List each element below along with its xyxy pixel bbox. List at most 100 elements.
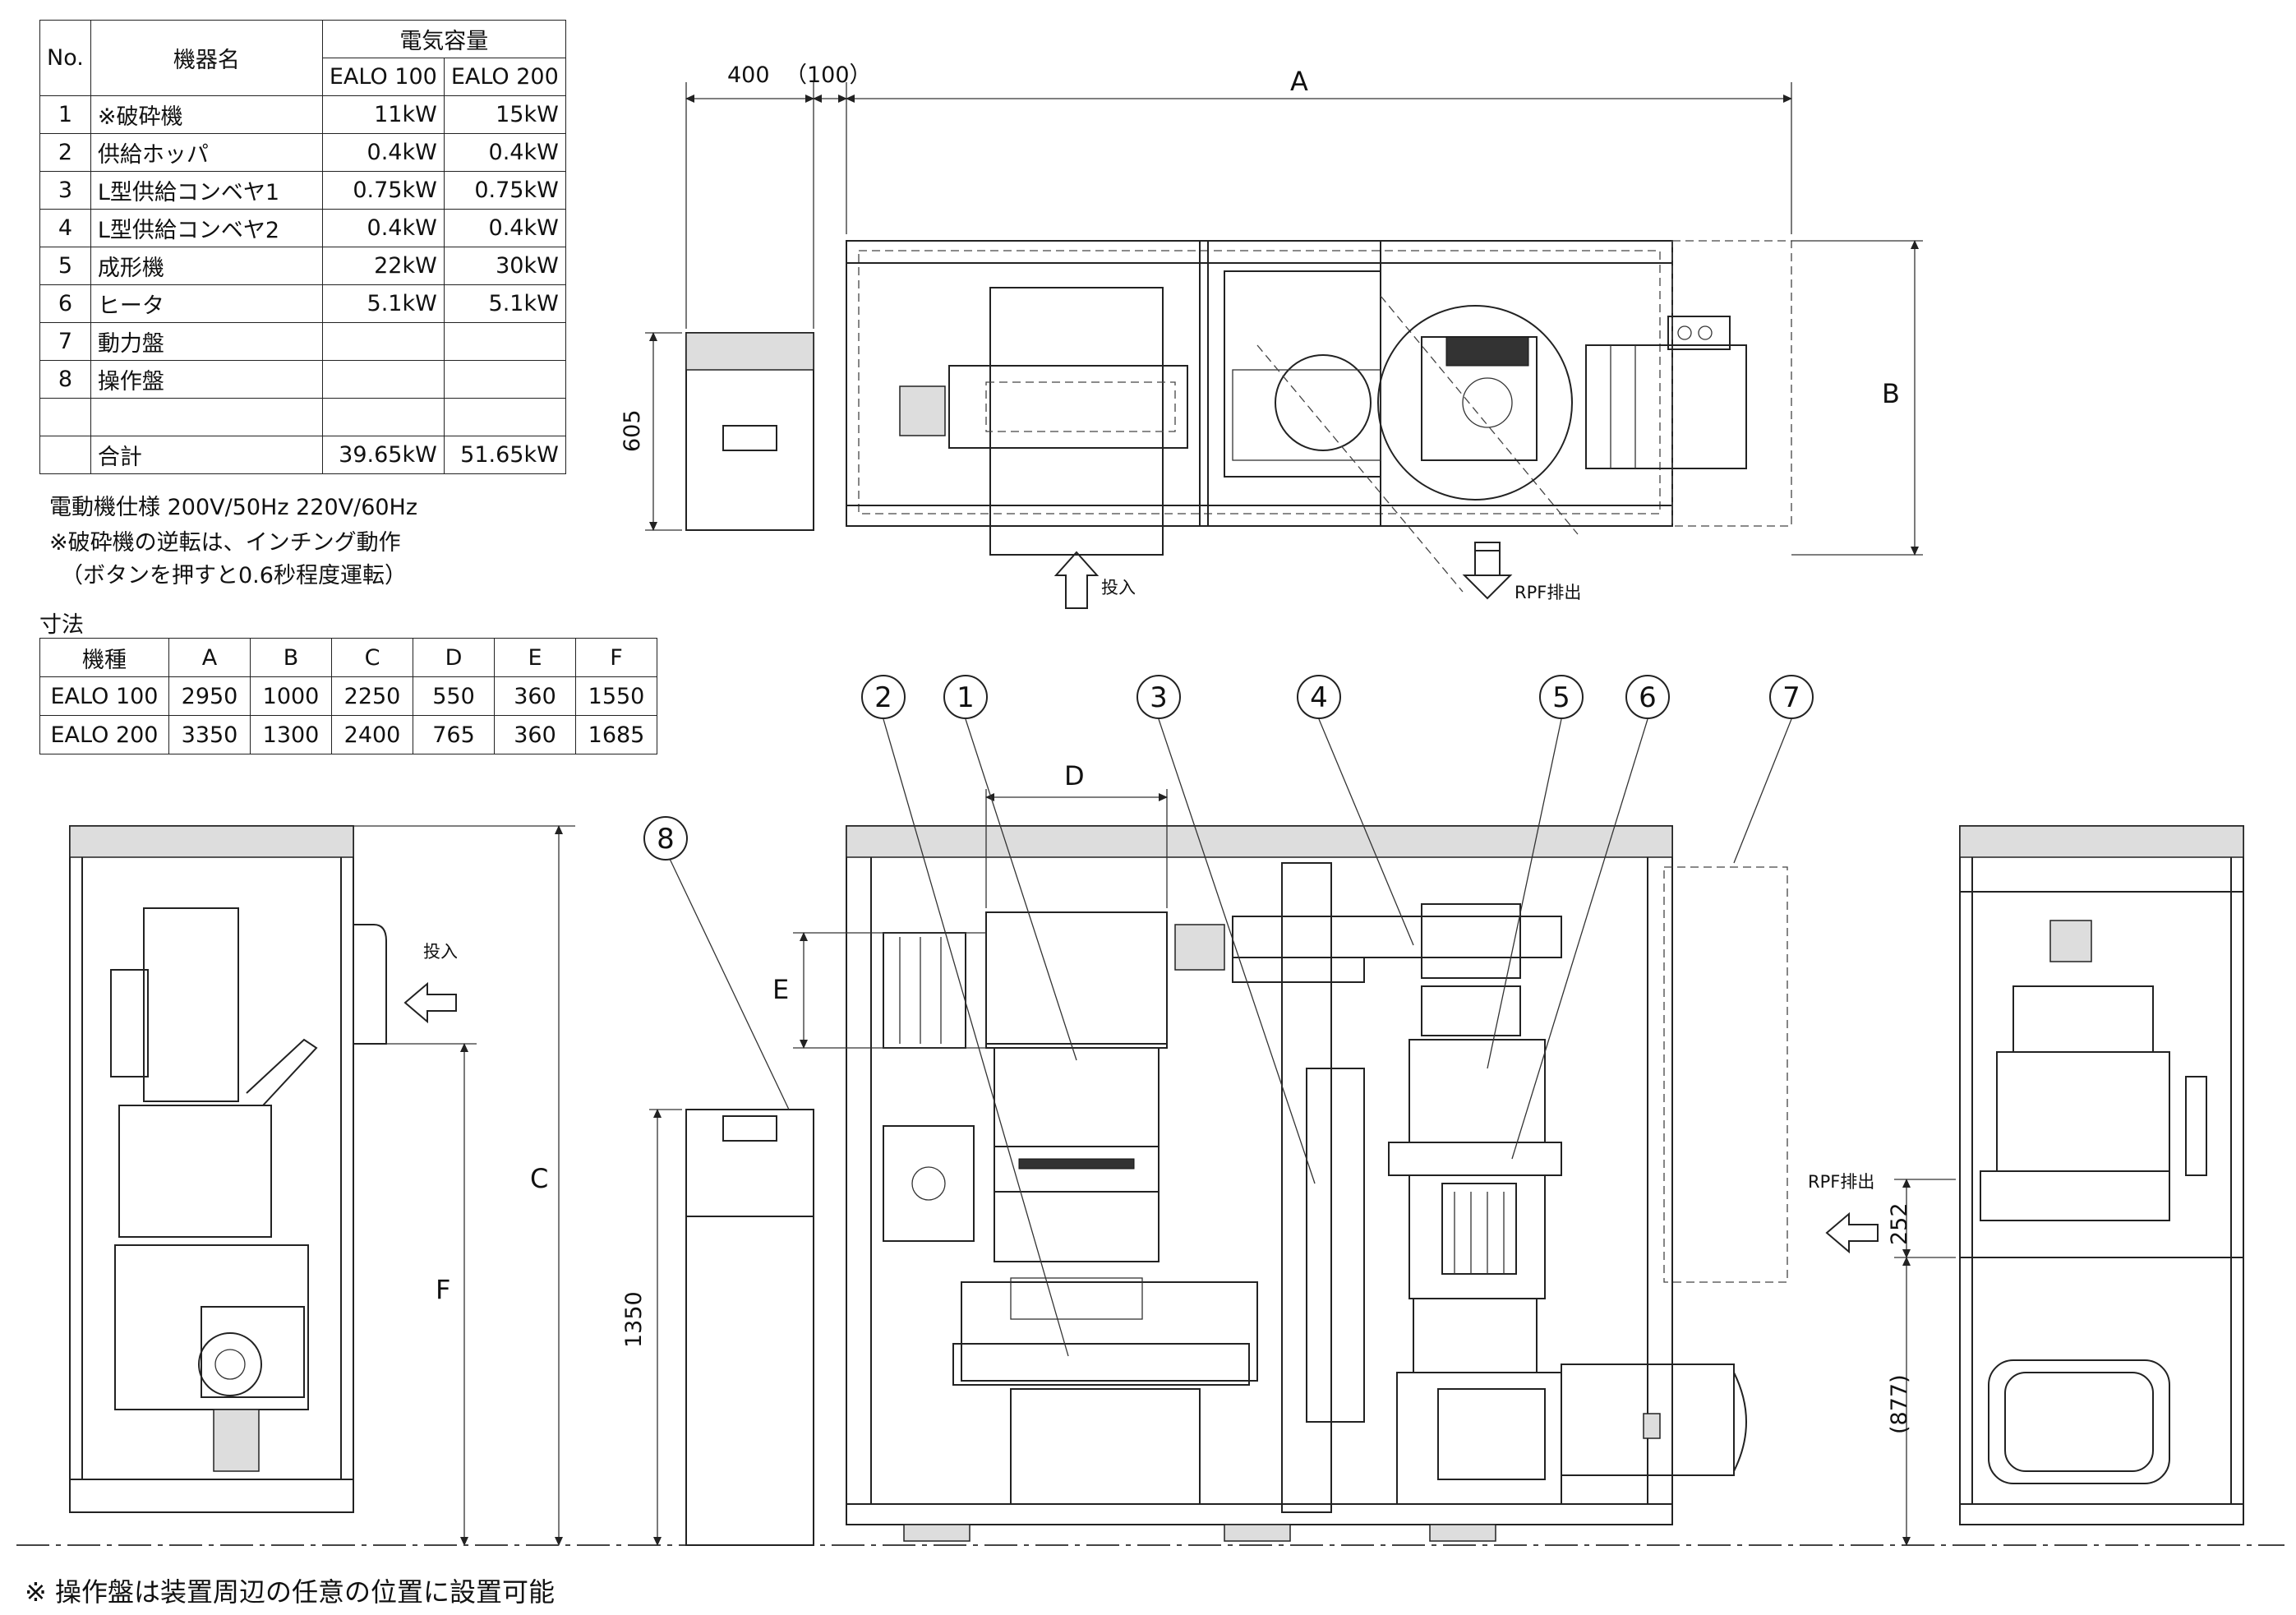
left-side-view: 投入 C F	[69, 825, 575, 1546]
dim-252: 252	[1887, 1202, 1912, 1245]
cell: 765	[413, 715, 495, 754]
front-view: D E	[772, 760, 1788, 1542]
cell: 2250	[331, 676, 413, 716]
cell-name: 成形機	[90, 247, 323, 285]
cell-m1: 0.4kW	[321, 209, 445, 247]
cell: 550	[413, 676, 495, 716]
dim-e: E	[772, 974, 789, 1005]
cell: EALO 200	[39, 715, 169, 754]
cell-m1: 39.65kW	[321, 436, 445, 474]
cell: 1300	[250, 715, 332, 754]
cell-no: 4	[39, 209, 91, 247]
callout-1-label: 1	[957, 681, 975, 714]
molder-top	[1377, 305, 1573, 501]
callout-1: 1	[943, 675, 988, 719]
cell-m1: 0.75kW	[321, 171, 445, 210]
dim-d: D	[1064, 760, 1085, 791]
rpf-arrow-side	[1825, 1211, 1879, 1254]
panel-front-screen	[722, 1115, 777, 1142]
top-view: 投入 RPF排出 400 （100） A B 605	[620, 62, 1923, 609]
cell-no	[39, 398, 91, 436]
right-molder	[1996, 1051, 2170, 1172]
callout-8: 8	[643, 816, 688, 861]
cell-name: 操作盤	[90, 360, 323, 399]
crusher-front	[994, 1047, 1160, 1262]
callout-6: 6	[1625, 675, 1670, 719]
input-label-top: 投入	[1101, 578, 1136, 598]
main-motor-front	[1561, 1364, 1735, 1476]
reverse-note-2: （ボタンを押すと0.6秒程度運転）	[61, 563, 407, 588]
cell-m2: 0.75kW	[443, 171, 566, 210]
callout-5: 5	[1539, 675, 1584, 719]
main-frame-top	[846, 240, 1673, 527]
callout-7: 7	[1769, 675, 1814, 719]
cell-no: 2	[39, 133, 91, 172]
rpf-label-top: RPF排出	[1515, 583, 1581, 602]
callouts: 2 1 3 4 5 6 7 8	[643, 675, 1814, 1357]
header-group: 電気容量	[321, 20, 566, 58]
callout-3: 3	[1136, 675, 1181, 719]
cell: 360	[494, 715, 576, 754]
dim-400: 400	[727, 62, 770, 88]
reverse-note-1: ※破砕機の逆転は、インチング動作	[49, 530, 401, 556]
callout-6-label: 6	[1639, 681, 1657, 714]
crusher-motor-front	[883, 932, 966, 1049]
cell-name: L型供給コンベヤ1	[90, 171, 323, 210]
left-motor	[213, 1409, 260, 1472]
callout-5-label: 5	[1552, 681, 1570, 714]
dim-605: 605	[620, 409, 645, 452]
cell: 1000	[250, 676, 332, 716]
cell: EALO 100	[39, 676, 169, 716]
dim-877: (877)	[1887, 1374, 1912, 1434]
power-box-outline	[1671, 240, 1792, 527]
cell-name: 合計	[90, 436, 323, 474]
cell-m1	[321, 322, 445, 361]
cell-m2: 51.65kW	[443, 436, 566, 474]
top-conveyor	[1232, 916, 1562, 958]
header-cell: C	[331, 638, 413, 677]
hopper-front	[985, 911, 1168, 1049]
callout-3-label: 3	[1150, 681, 1168, 714]
cell: 1685	[575, 715, 657, 754]
cell-m2	[443, 398, 566, 436]
cell-m1: 22kW	[321, 247, 445, 285]
motor-top	[1585, 344, 1747, 469]
dim-1350: 1350	[621, 1291, 647, 1348]
cell-no	[39, 436, 91, 474]
callout-4-label: 4	[1310, 681, 1328, 714]
cell-m2	[443, 360, 566, 399]
cell-name: 供給ホッパ	[90, 133, 323, 172]
dim-c: C	[530, 1163, 548, 1194]
crusher-rotor	[1275, 354, 1372, 451]
conveyor-front	[961, 1281, 1258, 1382]
cell-m2: 15kW	[443, 95, 566, 134]
molder-front	[1408, 1039, 1546, 1143]
dim-b: B	[1882, 378, 1900, 409]
cell: 3350	[168, 715, 251, 754]
header-no: No.	[39, 20, 91, 96]
conveyor-top	[948, 365, 1188, 449]
cell-no: 3	[39, 171, 91, 210]
cell-m1: 0.4kW	[321, 133, 445, 172]
input-arrow-side	[403, 981, 457, 1024]
cell-name: ※破砕機	[90, 95, 323, 134]
right-motor	[1988, 1359, 2170, 1484]
callout-8-label: 8	[657, 823, 675, 856]
dim-100: （100）	[785, 62, 872, 88]
rpf-arrow-top	[1462, 542, 1513, 600]
dimensions-title: 寸法	[39, 612, 84, 638]
panel-top-screen	[722, 425, 777, 451]
footer-note: ※ 操作盤は装置周辺の任意の位置に設置可能	[25, 1576, 555, 1608]
main-frame-inner	[858, 250, 1661, 514]
